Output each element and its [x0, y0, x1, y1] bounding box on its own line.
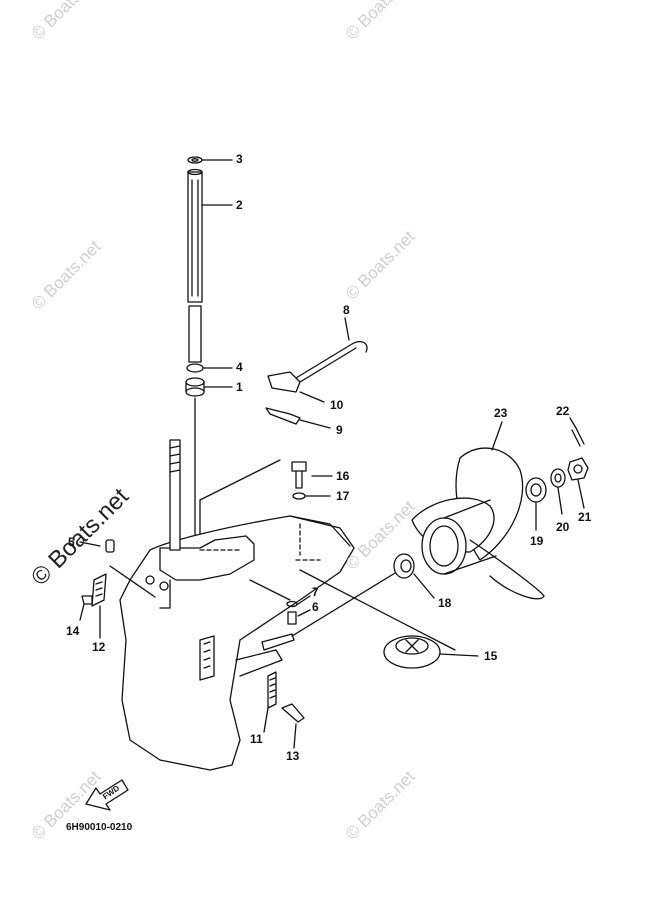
diagram-code: 6H90010-0210: [66, 822, 133, 833]
screw-part: [81, 595, 93, 605]
nut-part: [567, 457, 589, 481]
anode-part: [267, 671, 277, 709]
callout-12: 12: [92, 640, 106, 654]
callout-16: 16: [336, 469, 350, 483]
drive-shaft-part: [187, 168, 203, 363]
callout-9: 9: [336, 423, 343, 437]
callout-5: 5: [68, 535, 75, 549]
plug-part: [105, 539, 115, 553]
plate-part: [265, 407, 301, 425]
washer-part: [550, 468, 566, 488]
callout-18: 18: [438, 596, 452, 610]
spacer-part: [525, 477, 547, 503]
callout-4: 4: [236, 360, 243, 374]
callout-8: 8: [343, 303, 350, 317]
callout-6: 6: [312, 600, 319, 614]
cotter-pin-part: [571, 427, 585, 447]
callout-21: 21: [578, 510, 592, 524]
callout-15: 15: [484, 649, 498, 663]
bolt-part: [281, 703, 305, 723]
washer-part: [292, 492, 306, 500]
propeller-part: [411, 447, 545, 600]
spacer-part: [383, 635, 441, 669]
bushing-part: [186, 363, 204, 373]
callout-23: 23: [494, 406, 508, 420]
washer-part: [187, 156, 203, 164]
callout-20: 20: [556, 520, 570, 534]
callout-11: 11: [250, 732, 263, 746]
retainer-part: [267, 371, 301, 393]
callout-17: 17: [336, 489, 350, 503]
screw-part: [287, 611, 297, 625]
callout-22: 22: [556, 404, 570, 418]
shift-rod-part: [295, 340, 368, 383]
callout-10: 10: [330, 398, 344, 412]
callout-1: 1: [236, 380, 243, 394]
callout-2: 2: [236, 198, 243, 212]
bolt-part: [291, 461, 307, 489]
lower-case-housing: [119, 439, 355, 771]
callout-7: 7: [312, 585, 319, 599]
callout-19: 19: [530, 534, 544, 548]
washer-part: [286, 600, 298, 608]
callout-3: 3: [236, 152, 243, 166]
callout-13: 13: [286, 749, 300, 763]
callout-14: 14: [66, 624, 80, 638]
anode-part: [91, 573, 107, 607]
thrust-washer-part: [393, 553, 415, 579]
fwd-arrow-icon: [85, 779, 129, 811]
shaft-bushing-part: [185, 377, 205, 397]
